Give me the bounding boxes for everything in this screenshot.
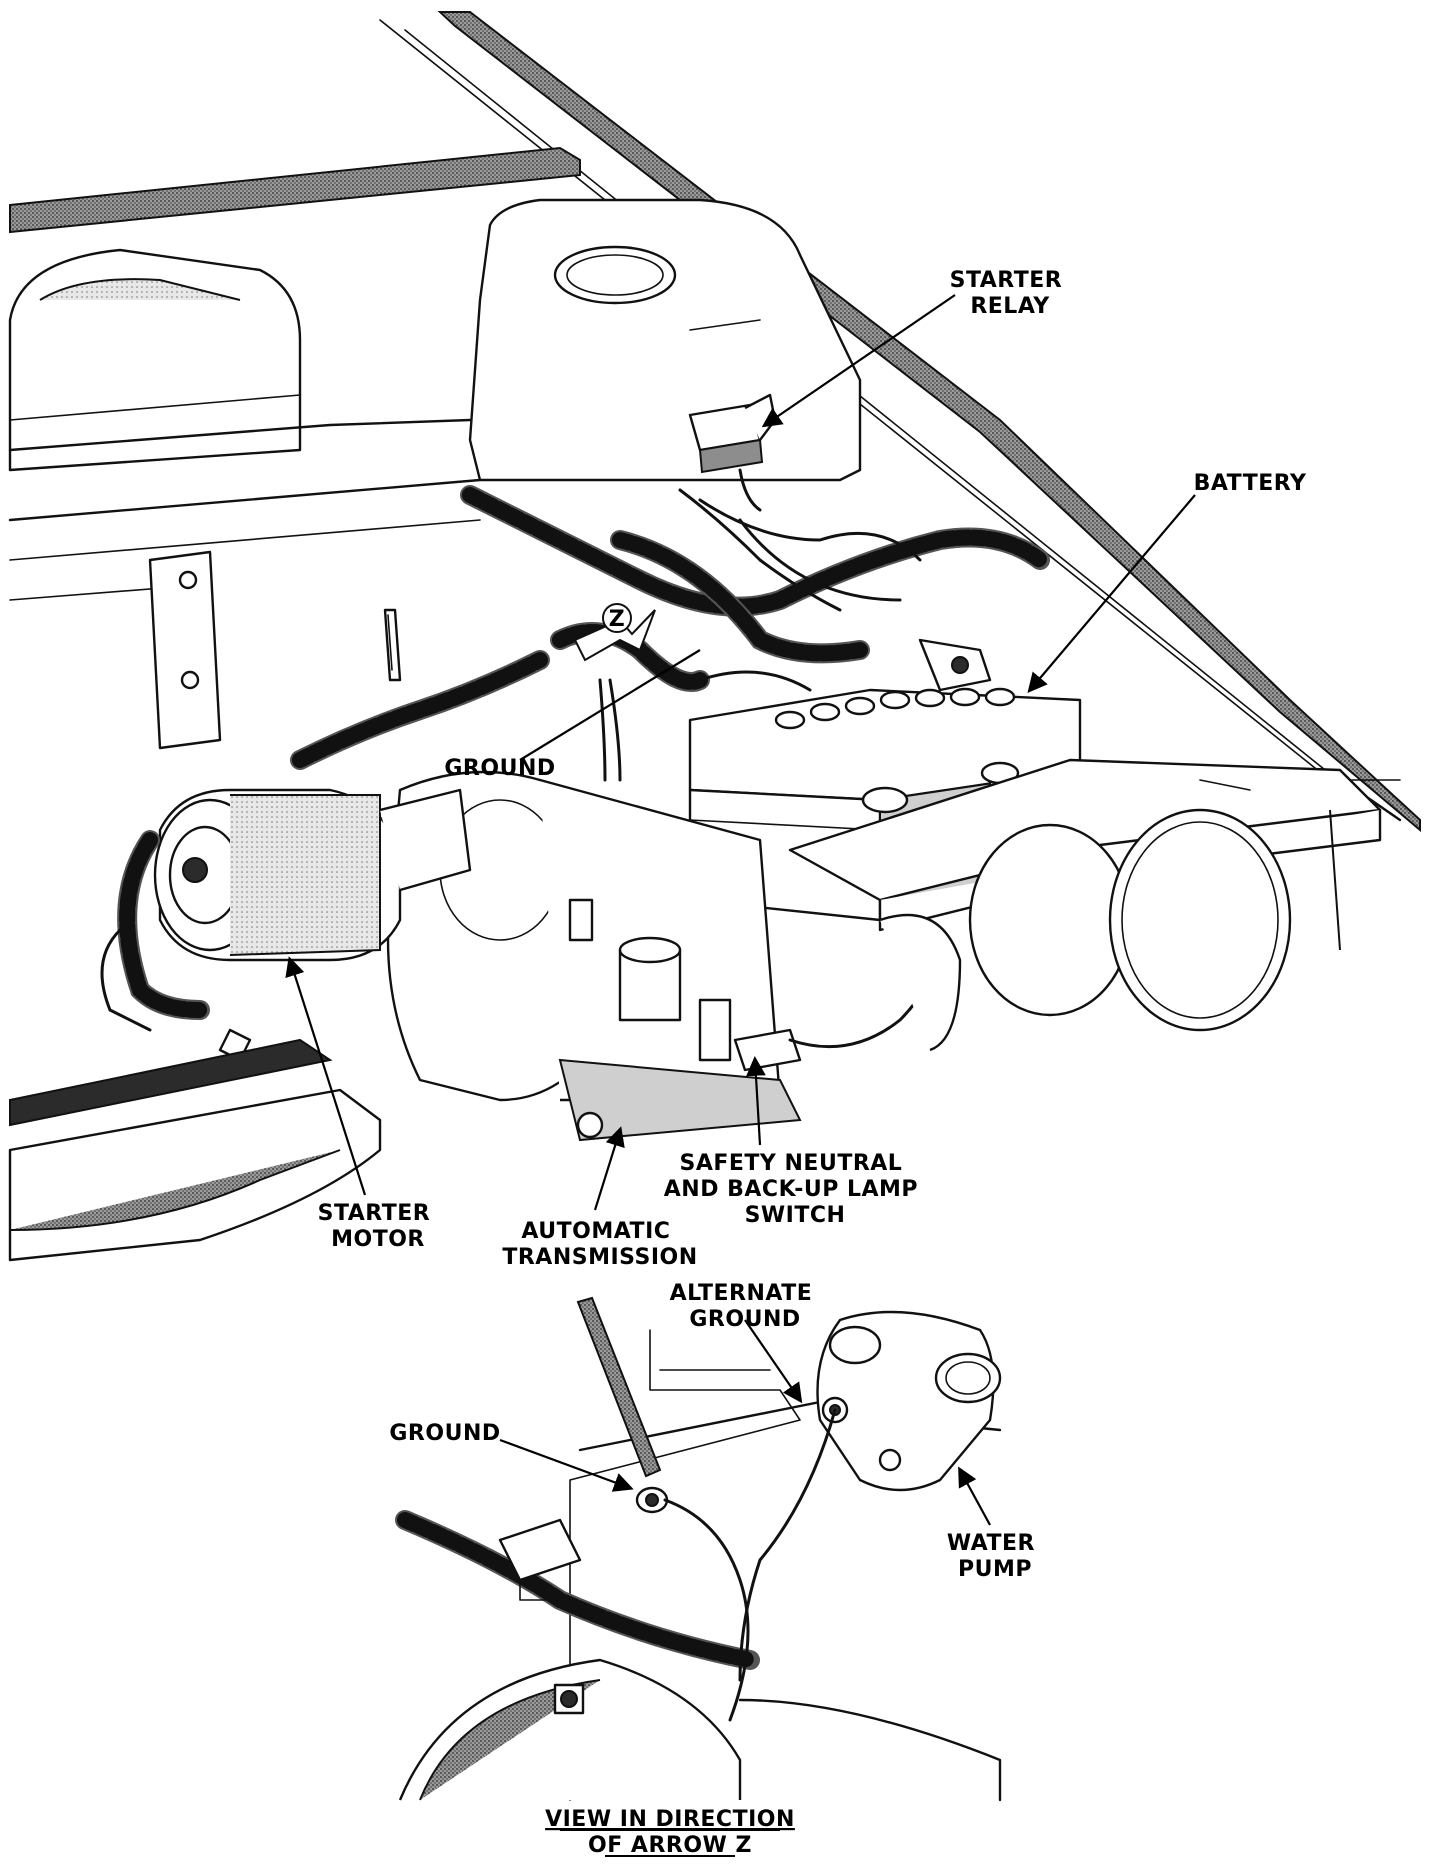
- caption-line1: VIEW IN DIRECTION: [545, 1807, 795, 1832]
- label-automatic-transmission-line1: AUTOMATIC: [521, 1219, 670, 1244]
- label-ground: GROUND: [444, 756, 555, 781]
- detail-harness: [395, 1510, 760, 1670]
- label-automatic-transmission: AUTOMATIC TRANSMISSION: [502, 1219, 697, 1270]
- label-water-pump: WATER PUMP: [947, 1531, 1043, 1582]
- starter-relay: [688, 393, 777, 512]
- label-starter-motor: STARTER MOTOR: [318, 1201, 439, 1252]
- label-ground-detail: GROUND: [389, 1421, 500, 1446]
- label-water-pump-line2: PUMP: [958, 1557, 1032, 1582]
- main-view: Z STARTER RELAY BATTERY GROUND STARTER M…: [8, 11, 1421, 1270]
- detail-view: ALTERNATE GROUND GROUND WATER PUMP VIEW …: [389, 1281, 1043, 1858]
- label-starter-motor-line1: STARTER: [318, 1201, 431, 1226]
- label-water-pump-line1: WATER: [947, 1531, 1035, 1556]
- callouts-detail: ALTERNATE GROUND GROUND WATER PUMP: [389, 1281, 1043, 1582]
- leader-lines: [285, 294, 1196, 1211]
- detail-caption: VIEW IN DIRECTION OF ARROW Z: [545, 1807, 795, 1858]
- label-starter-relay-line2: RELAY: [970, 294, 1050, 319]
- arrow-z: Z: [573, 603, 656, 662]
- arrow-z-letter: Z: [609, 607, 625, 632]
- reservoir: [468, 198, 862, 482]
- lower-rail: [8, 1038, 382, 1262]
- label-starter-relay-line1: STARTER: [950, 268, 1063, 293]
- label-starter-motor-line2: MOTOR: [331, 1227, 425, 1252]
- cowl-panel: [9, 146, 581, 234]
- label-safety-switch-line2: AND BACK-UP LAMP: [664, 1177, 918, 1202]
- wiring-harness: [290, 485, 1050, 782]
- dipstick-tube: [383, 608, 402, 682]
- detail-fender: [398, 1658, 1002, 1802]
- label-battery: BATTERY: [1194, 471, 1307, 496]
- engine-cover: [8, 248, 482, 601]
- detail-ground-terminal: [635, 1408, 837, 1722]
- headlamp-housings: [968, 808, 1341, 1032]
- label-safety-switch-line3: SWITCH: [745, 1203, 846, 1228]
- water-pump: [816, 1310, 1002, 1492]
- callouts-main: STARTER RELAY BATTERY GROUND STARTER MOT…: [318, 268, 1307, 1270]
- bracket: [148, 550, 222, 750]
- label-safety-switch-line1: SAFETY NEUTRAL: [680, 1151, 903, 1176]
- label-safety-switch: SAFETY NEUTRAL AND BACK-UP LAMP SWITCH: [664, 1151, 926, 1228]
- label-starter-relay: STARTER RELAY: [950, 268, 1071, 319]
- label-alternate-ground-line2: GROUND: [689, 1307, 800, 1332]
- label-alternate-ground-line1: ALTERNATE: [670, 1281, 813, 1306]
- caption-line2: OF ARROW Z: [588, 1833, 752, 1858]
- label-alternate-ground: ALTERNATE GROUND: [670, 1281, 821, 1332]
- detail-dipstick: [576, 1296, 662, 1478]
- label-automatic-transmission-line2: TRANSMISSION: [502, 1245, 697, 1270]
- detail-leader-lines: [499, 1319, 991, 1526]
- battery-caps: [774, 687, 1016, 730]
